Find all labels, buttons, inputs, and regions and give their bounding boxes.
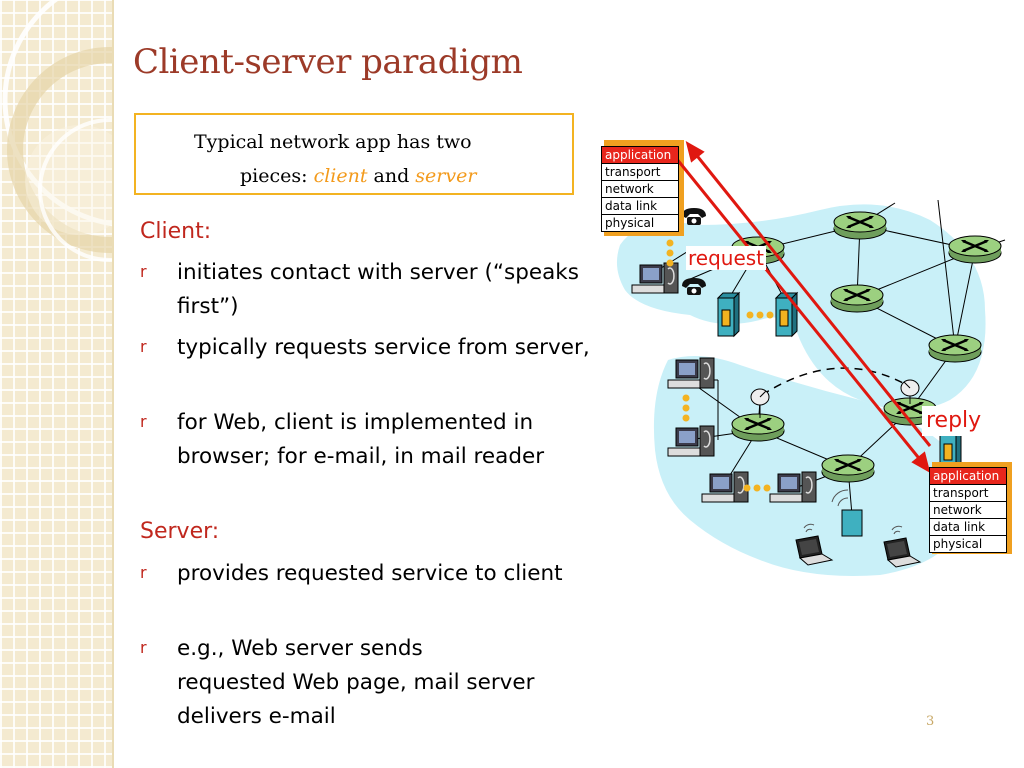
request-arrowhead	[911, 451, 931, 474]
router-icon	[927, 333, 983, 364]
request-arrow	[674, 157, 924, 463]
client-bullet-2: typically requests service from server,	[177, 335, 590, 360]
server-word: server	[415, 165, 477, 187]
client-word: client	[313, 165, 368, 187]
telephone-icon	[682, 208, 706, 225]
slide-title: Client-server paradigm	[133, 42, 523, 82]
server-tower-icon	[775, 292, 798, 337]
client-layer-data-link: data link	[601, 198, 679, 215]
wireless-signal-icon	[831, 489, 849, 507]
client-layer-network: network	[601, 181, 679, 198]
satellite-dish-icon	[900, 379, 920, 404]
request-label: request	[686, 246, 767, 270]
decorative-circles	[2, 0, 112, 262]
page-number: 3	[926, 714, 935, 729]
bullet-marker: r	[140, 412, 147, 431]
intro-line-1: Typical network app has two	[194, 131, 472, 153]
server-protocol-stack: application transport network data link …	[929, 467, 1007, 553]
decorative-side-band	[0, 0, 114, 768]
intro-box: Typical network app has two pieces: clie…	[134, 113, 574, 195]
server-bullet-1: provides requested service to client	[177, 561, 563, 586]
intro-line-2: pieces: client and server	[240, 165, 476, 187]
server-bullet-2: e.g., Web server sends requested Web pag…	[177, 636, 535, 729]
client-heading: Client:	[140, 219, 212, 244]
client-bullet-3: for Web, client is implemented in browse…	[177, 410, 545, 469]
satellite-dish-icon	[750, 388, 770, 418]
client-bullet-1: initiates contact with server (“speaks f…	[177, 260, 579, 319]
server-layer-physical: physical	[929, 536, 1007, 553]
and-word: and	[367, 165, 416, 187]
client-protocol-stack: application transport network data link …	[601, 146, 679, 232]
server-heading: Server:	[140, 519, 220, 544]
ellipsis-dots	[666, 239, 774, 492]
router-icon	[829, 283, 885, 314]
reply-arrow	[692, 151, 932, 447]
client-layer-application: application	[601, 146, 679, 164]
router-icon	[947, 234, 1003, 265]
reply-label: reply	[922, 406, 986, 436]
server-layer-data-link: data link	[929, 519, 1007, 536]
bullet-marker: r	[140, 262, 147, 281]
bullet-marker: r	[140, 563, 147, 582]
access-point-icon	[841, 509, 863, 537]
reply-arrowhead	[685, 140, 705, 163]
bullet-marker: r	[140, 337, 147, 356]
bullet-marker: r	[140, 638, 147, 657]
server-layer-transport: transport	[929, 485, 1007, 502]
server-tower-icon	[717, 292, 740, 337]
router-icon	[730, 412, 786, 443]
network-region-bottom	[653, 356, 969, 576]
client-layer-physical: physical	[601, 215, 679, 232]
intro-prefix: pieces:	[240, 165, 314, 187]
server-layer-network: network	[929, 502, 1007, 519]
router-icon	[820, 453, 876, 484]
client-layer-transport: transport	[601, 164, 679, 181]
router-icon	[832, 210, 888, 241]
server-layer-application: application	[929, 467, 1007, 485]
